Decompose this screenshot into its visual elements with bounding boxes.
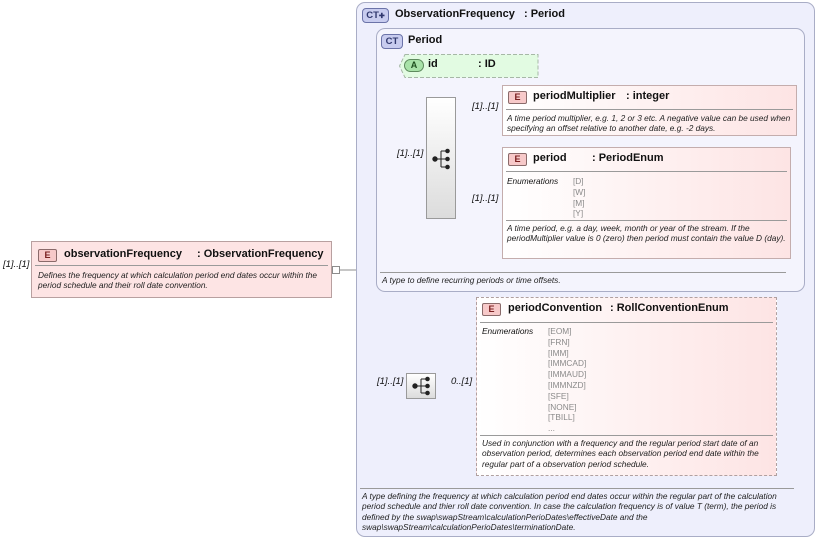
period-multiplicity: [1]..[1] [472, 193, 499, 204]
enumeration-value: [FRN] [548, 336, 570, 347]
period-multiplier-name: periodMultiplier [533, 90, 616, 102]
period-convention-multiplicity: 0..[1] [451, 376, 473, 387]
enumerations-label: Enumerations [507, 176, 559, 186]
enumerations-label: Enumerations [482, 326, 534, 336]
period-multiplier-type: : integer [626, 90, 670, 102]
period-multiplier-doc: A time period multiplier, e.g. 1, 2 or 3… [507, 113, 791, 134]
complex-type-base: : Period [524, 8, 565, 20]
enumeration-value: [EOM] [548, 326, 572, 336]
root-element-box[interactable]: E observationFrequency : ObservationFreq… [31, 241, 332, 298]
collapse-toggle[interactable] [332, 266, 340, 274]
period-name: period [533, 152, 567, 164]
convention-sequence-multiplicity: [1]..[1] [377, 376, 404, 387]
enumeration-value: [Y] [573, 208, 584, 219]
period-convention-doc: Used in conjunction with a frequency and… [482, 438, 759, 469]
element-icon: E [508, 91, 527, 104]
period-type: : PeriodEnum [592, 152, 664, 164]
attribute-id-box[interactable]: A id : ID [399, 54, 539, 78]
enumeration-value: [IMMAUD] [548, 369, 587, 380]
enumeration-ellipsis: ... [548, 423, 555, 434]
root-multiplicity: [1]..[1] [3, 259, 30, 270]
period-sequence-multiplicity: [1]..[1] [397, 148, 424, 159]
enumeration-value: [D] [573, 176, 584, 186]
period-convention-element[interactable]: E periodConvention : RollConventionEnum … [476, 297, 777, 476]
element-icon: E [482, 303, 501, 316]
complex-type-icon: CT✚ [362, 8, 389, 23]
base-type-name: Period [408, 34, 443, 46]
sequence-icon [412, 376, 430, 396]
sequence-compositor[interactable] [406, 373, 436, 399]
enumeration-value: [SFE] [548, 390, 569, 401]
attribute-icon: A [404, 59, 424, 72]
base-type-icon: CT [381, 34, 403, 49]
enumeration-value: [TBILL] [548, 412, 575, 423]
complex-type-name: ObservationFrequency [395, 8, 515, 20]
enumeration-value: [NONE] [548, 401, 577, 412]
attribute-type: : ID [478, 58, 496, 70]
period-multiplier-element[interactable]: E periodMultiplier : integer A time peri… [502, 85, 797, 136]
period-multiplier-multiplicity: [1]..[1] [472, 101, 499, 112]
period-convention-type: : RollConventionEnum [610, 302, 729, 314]
element-icon: E [508, 153, 527, 166]
period-doc: A time period, e.g. a day, week, month o… [507, 223, 786, 244]
attribute-name: id [428, 58, 438, 70]
complex-type-doc: A type defining the frequency at which c… [362, 491, 777, 533]
enumeration-list: [EOM] [FRN] [IMM] [IMMCAD] [IMMAUD] [IMM… [548, 326, 586, 434]
element-icon: E [38, 249, 57, 262]
enumeration-list: [D] [W] [M] [Y] [573, 176, 585, 219]
enumeration-value: [IMM] [548, 347, 569, 358]
enumeration-value: [IMMCAD] [548, 358, 587, 369]
enumeration-value: [W] [573, 186, 586, 197]
period-convention-name: periodConvention [508, 302, 603, 314]
root-element-doc: Defines the frequency at which calculati… [38, 270, 318, 291]
root-element-type: : ObservationFrequency [197, 248, 324, 260]
root-element-name: observationFrequency [64, 248, 182, 260]
enumeration-value: [M] [573, 197, 585, 208]
sequence-compositor[interactable] [426, 97, 456, 219]
period-element[interactable]: E period : PeriodEnum Enumerations [D] [… [502, 147, 791, 259]
enumeration-value: [IMMNZD] [548, 379, 586, 390]
sequence-icon [432, 148, 450, 170]
base-type-doc: A type to define recurring periods or ti… [382, 275, 561, 285]
